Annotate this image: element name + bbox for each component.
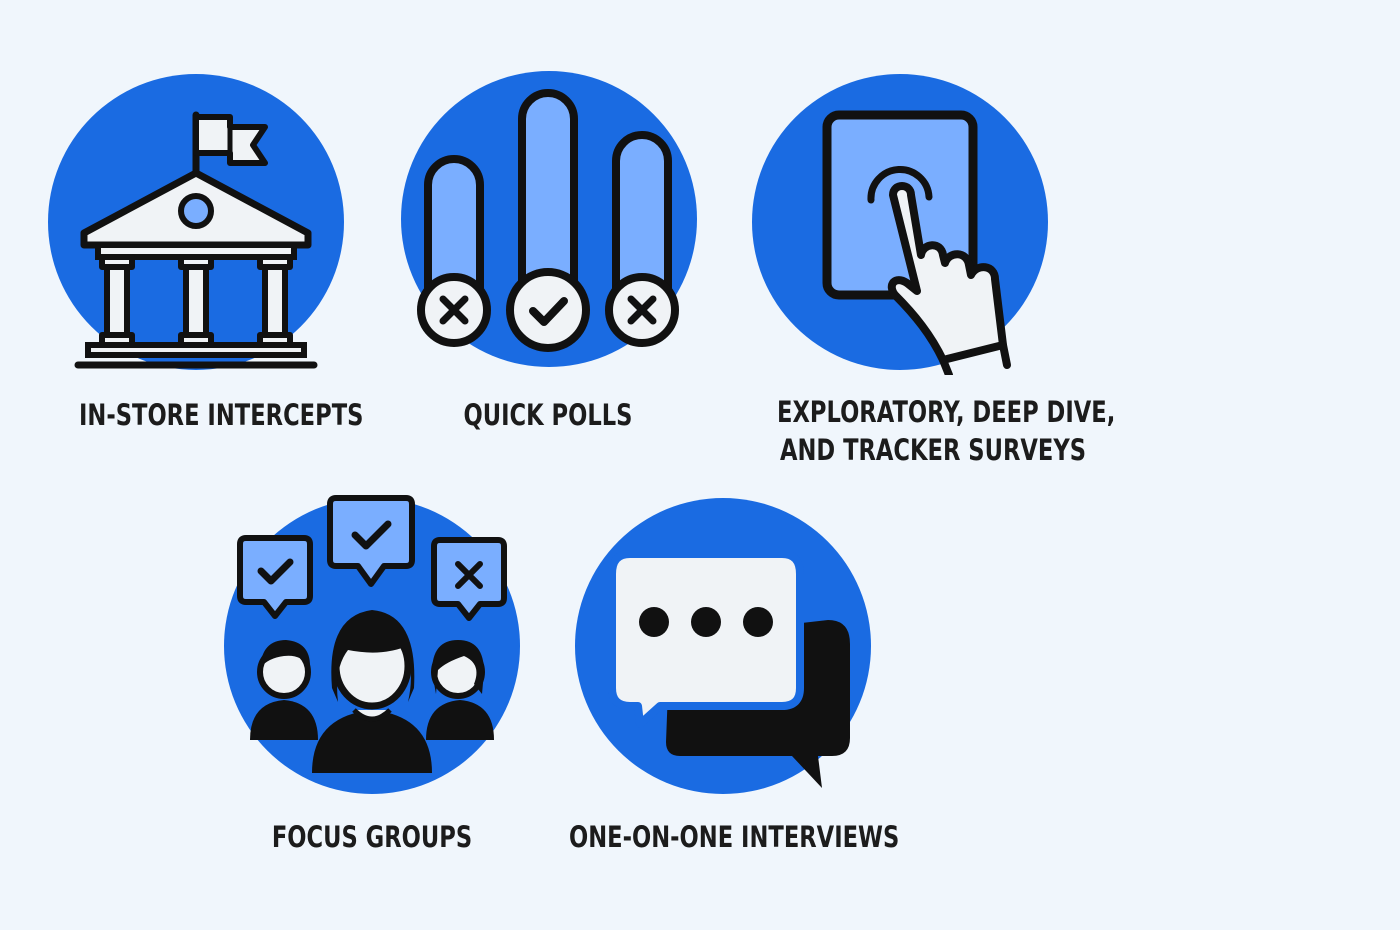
label-focus-groups: FOCUS GROUPS xyxy=(255,818,489,856)
label-line: QUICK POLLS xyxy=(463,398,633,432)
poll-bars-icon xyxy=(401,71,697,367)
method-quick-polls: QUICK POLLS xyxy=(0,0,697,432)
chat-bubbles-icon xyxy=(575,498,871,794)
label-interviews: ONE-ON-ONE INTERVIEWS xyxy=(569,818,900,856)
label-line: ONE-ON-ONE INTERVIEWS xyxy=(569,820,900,854)
label-line: AND TRACKER SURVEYS xyxy=(779,433,1087,467)
label-quick-polls: QUICK POLLS xyxy=(431,396,665,434)
method-focus-groups: FOCUS GROUPS xyxy=(0,0,520,854)
label-in-store: IN-STORE INTERCEPTS xyxy=(79,396,364,434)
group-feedback-icon xyxy=(224,495,520,794)
tablet-touch-icon xyxy=(752,74,1048,375)
label-line: EXPLORATORY, DEEP DIVE, xyxy=(777,395,1116,429)
method-surveys: EXPLORATORY, DEEP DIVE, AND TRACKER SURV… xyxy=(0,0,1115,467)
label-line: FOCUS GROUPS xyxy=(271,820,473,854)
method-interviews: ONE-ON-ONE INTERVIEWS xyxy=(0,0,899,854)
courthouse-icon xyxy=(48,74,344,370)
label-line: IN-STORE INTERCEPTS xyxy=(79,398,364,432)
label-surveys: EXPLORATORY, DEEP DIVE, AND TRACKER SURV… xyxy=(777,393,1116,469)
method-in-store: IN-STORE INTERCEPTS xyxy=(0,0,363,432)
